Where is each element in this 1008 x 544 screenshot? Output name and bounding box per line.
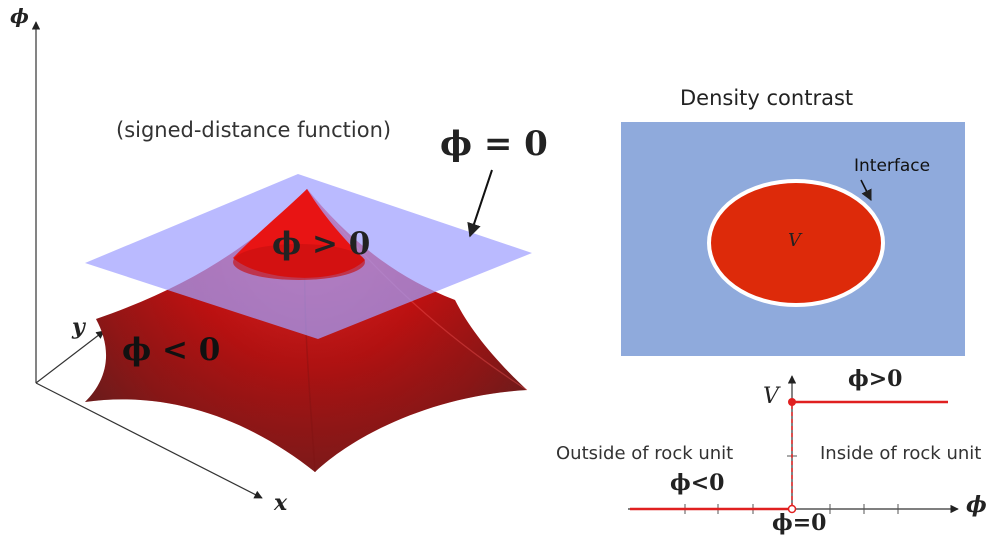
x-axis [35,382,263,499]
interface-label: Interface [854,156,931,176]
open-point [787,504,797,514]
y-axis-label: y [72,314,85,340]
y-axis [35,330,105,384]
inside-label: Inside of rock unit [820,443,982,464]
v-axis-label: V [763,384,779,409]
rock-body [707,179,885,307]
density-title: Density contrast [680,86,854,110]
positive-region-label: ϕ > 0 [272,226,371,262]
phi-axis-label: ϕ [10,4,29,28]
plane-pointer-arrow [467,169,493,238]
x-axis-label: x [274,490,288,516]
filled-point [788,398,796,406]
level-set-diagram [31,21,532,499]
sdf-caption: (signed-distance function) [116,118,392,142]
step-function-plot [628,375,959,514]
phi-axis-label-step: ϕ [966,492,987,518]
zero-label: ϕ=0 [772,510,827,536]
outside-label: Outside of rock unit [556,443,734,464]
interface-pointer-arrow [860,179,872,202]
density-panel [621,122,965,356]
negative-label: ϕ<0 [670,470,725,496]
positive-label: ϕ>0 [848,366,903,392]
body-label: V [788,230,801,251]
negative-region-label: ϕ < 0 [122,332,221,368]
plane-label: ϕ = 0 [440,124,548,164]
